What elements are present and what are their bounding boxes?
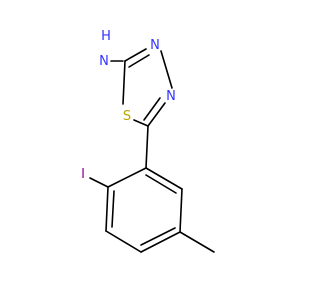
bond-n4-c5-double <box>143 97 161 121</box>
bond-n3-n4 <box>160 50 173 89</box>
bond-ar-4-5-double <box>140 227 176 246</box>
bond-c-iodine <box>89 177 109 188</box>
bond-ar-5-6 <box>179 188 183 233</box>
atom-labels: H N N N S I <box>81 29 176 182</box>
bond-c2-s <box>122 60 126 105</box>
background <box>0 0 300 300</box>
bond-ar-1-2 <box>107 167 147 188</box>
amine-hydrogen-label: H <box>101 29 111 44</box>
bond-ar-6-1 <box>145 167 183 190</box>
sulfur-label: S <box>123 109 131 124</box>
ring-nitrogen-4-label: N <box>166 89 176 104</box>
bond-methyl <box>179 231 215 253</box>
bond-c2-n3-double <box>128 54 150 68</box>
iodine-label: I <box>81 167 85 182</box>
bond-n4-c5 <box>147 102 166 127</box>
molecule-structure: H N N N S I <box>0 0 300 300</box>
bond-ar-3-4 <box>105 230 142 253</box>
bond-ar-2-3-double <box>111 190 115 228</box>
amine-nitrogen-label: N <box>99 54 109 69</box>
molecule-canvas: H N N N S I <box>0 0 300 300</box>
bond-c5-s <box>133 119 149 127</box>
bonds <box>89 48 215 253</box>
bond-c5-phenyl <box>145 125 149 169</box>
ring-nitrogen-3-label: N <box>150 38 160 53</box>
bond-ar-6-1-double <box>145 174 177 194</box>
bond-ar-4-5 <box>140 231 181 253</box>
bond-c2-n3 <box>124 48 147 62</box>
bond-ar-2-3 <box>105 186 109 232</box>
